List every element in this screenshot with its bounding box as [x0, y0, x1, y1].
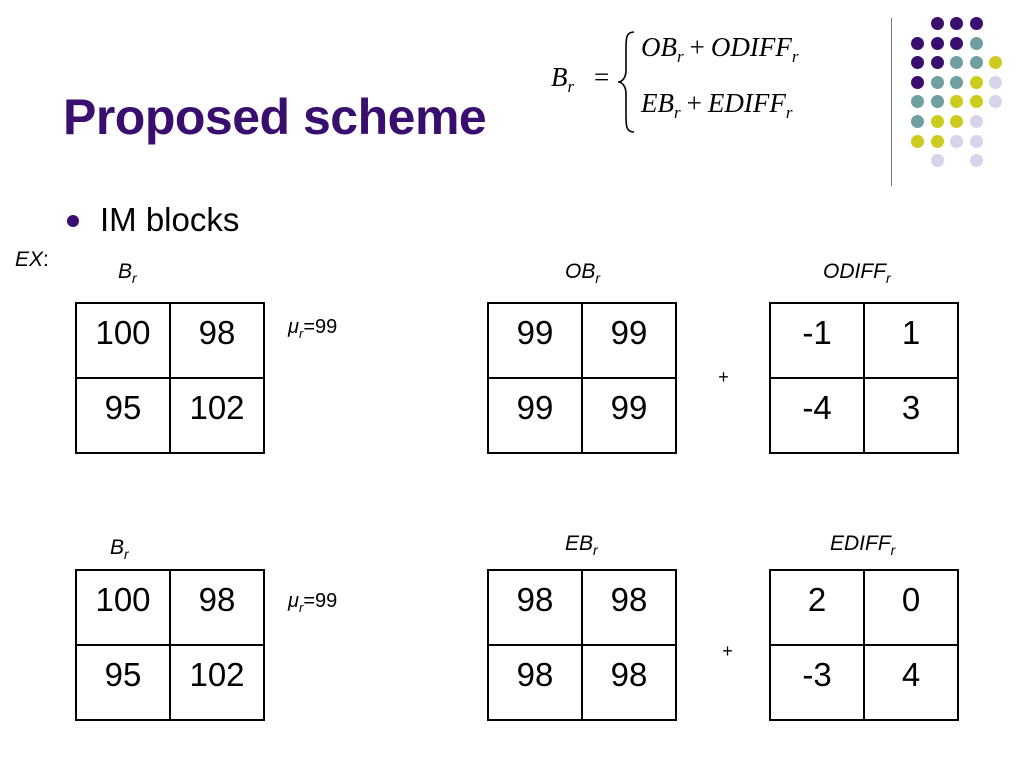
decor-dot: [930, 75, 944, 89]
brace-icon: [617, 31, 635, 133]
bottom-mean-label: μr=99: [288, 590, 338, 615]
grid-cell: 99: [487, 377, 583, 454]
grid-cell: 98: [487, 644, 583, 721]
bottom-diff-grid: 2 0 -3 4: [769, 569, 959, 721]
top-block-grid: 100 98 95 102: [75, 302, 265, 454]
grid-cell: 98: [169, 569, 265, 646]
grid-cell: 98: [169, 302, 265, 379]
decor-dot: [969, 134, 983, 148]
top-plus-sign: +: [718, 367, 729, 387]
grid-cell: 0: [863, 569, 959, 646]
grid-cell: 95: [75, 644, 171, 721]
top-diff-label: ODIFFr: [823, 260, 891, 286]
decor-dot: [911, 75, 924, 89]
decor-dot: [911, 134, 924, 148]
bottom-block-label: Br: [110, 536, 129, 562]
grid-cell: 95: [75, 377, 171, 454]
grid-cell: 98: [581, 644, 677, 721]
decor-dot: [950, 115, 964, 128]
bottom-base-label: EBr: [565, 532, 598, 558]
decor-dot: [930, 95, 944, 109]
decor-dot: [969, 17, 983, 30]
decor-dot: [930, 115, 944, 128]
decor-dot: [989, 75, 1003, 89]
decor-dot: [969, 95, 983, 109]
top-diff-grid: -1 1 -4 3: [769, 302, 959, 454]
grid-cell: 98: [581, 569, 677, 646]
grid-cell: -3: [769, 644, 865, 721]
decor-dot: [930, 154, 944, 168]
formula-line-even: EBr+EDIFFr: [641, 88, 793, 122]
decor-dot: [969, 154, 983, 168]
decor-dot: [969, 75, 983, 89]
decor-dot: [989, 56, 1003, 70]
grid-cell: 100: [75, 302, 171, 379]
decor-dot: [969, 36, 983, 50]
grid-cell: 99: [581, 302, 677, 379]
decor-dot: [911, 36, 924, 50]
top-mean-label: μr=99: [288, 316, 338, 341]
decor-dot: [950, 75, 964, 89]
grid-cell: -1: [769, 302, 865, 379]
decor-dot: [930, 56, 944, 70]
decor-dot: [950, 134, 964, 148]
decor-dot: [950, 56, 964, 70]
bullet-text: IM blocks: [100, 201, 240, 238]
grid-cell: 102: [169, 644, 265, 721]
decor-dot: [911, 95, 924, 109]
decor-dot: [989, 95, 1003, 109]
decor-dot: [930, 17, 944, 30]
formula-equals: =: [594, 62, 610, 92]
decor-dot: [969, 115, 983, 128]
decor-dot: [950, 95, 964, 109]
bullet-icon: [67, 215, 79, 227]
top-base-label: OBr: [565, 260, 601, 286]
decor-dot: [930, 36, 944, 50]
grid-cell: 99: [581, 377, 677, 454]
bottom-plus-sign: +: [722, 641, 733, 661]
grid-cell: 102: [169, 377, 265, 454]
formula-lhs: Br: [551, 62, 575, 96]
top-base-grid: 99 99 99 99: [487, 302, 677, 454]
decor-dot: [930, 134, 944, 148]
decor-dot: [911, 115, 924, 128]
example-label: EX:: [15, 248, 49, 271]
grid-cell: 4: [863, 644, 959, 721]
top-block-label: Br: [118, 260, 137, 286]
bottom-block-grid: 100 98 95 102: [75, 569, 265, 721]
grid-cell: 99: [487, 302, 583, 379]
decor-dot: [950, 17, 964, 30]
decor-dot: [911, 56, 924, 70]
grid-cell: 100: [75, 569, 171, 646]
formula-line-odd: OBr+ODIFFr: [641, 32, 799, 66]
bottom-diff-label: EDIFFr: [830, 532, 896, 558]
grid-cell: 98: [487, 569, 583, 646]
formula: Br = OBr+ODIFFr EBr+EDIFFr: [548, 28, 868, 138]
bottom-base-grid: 98 98 98 98: [487, 569, 677, 721]
divider: [891, 18, 892, 186]
slide-title: Proposed scheme: [63, 89, 487, 145]
grid-cell: 2: [769, 569, 865, 646]
grid-cell: 1: [863, 302, 959, 379]
decor-dot: [950, 36, 964, 50]
grid-cell: -4: [769, 377, 865, 454]
decor-dot: [969, 56, 983, 70]
grid-cell: 3: [863, 377, 959, 454]
